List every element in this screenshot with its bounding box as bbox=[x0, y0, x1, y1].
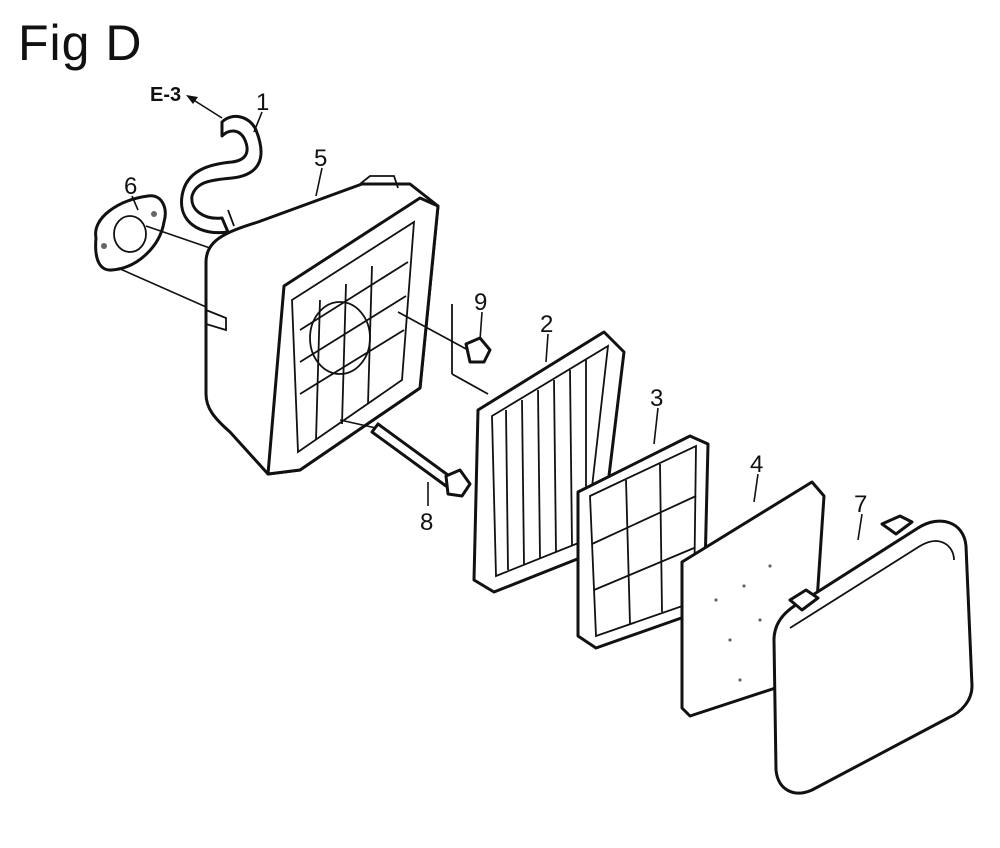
part-5-air-cleaner-case bbox=[204, 175, 440, 476]
callout-3: 3 bbox=[650, 385, 663, 412]
part-6-gasket bbox=[94, 194, 167, 272]
filter-pleats bbox=[505, 360, 587, 571]
reference-label: E-3 bbox=[150, 84, 182, 106]
callout-7: 7 bbox=[854, 491, 867, 518]
part-8-long-bolt bbox=[339, 419, 472, 498]
callout-4: 4 bbox=[750, 451, 763, 478]
lead-gasket-top bbox=[145, 225, 211, 249]
callout-5: 5 bbox=[314, 145, 327, 172]
leader-lines bbox=[131, 111, 863, 541]
reference-arrow bbox=[186, 95, 223, 119]
figure-title: Fig D bbox=[18, 15, 143, 71]
part-7-cover bbox=[772, 514, 974, 795]
part-1-breather-tube bbox=[180, 114, 263, 235]
callout-6: 6 bbox=[124, 173, 137, 200]
part-9-bolt bbox=[397, 304, 492, 395]
callout-1: 1 bbox=[256, 89, 269, 116]
callout-9: 9 bbox=[474, 289, 487, 316]
callout-2: 2 bbox=[540, 311, 553, 338]
callout-8: 8 bbox=[420, 509, 433, 536]
